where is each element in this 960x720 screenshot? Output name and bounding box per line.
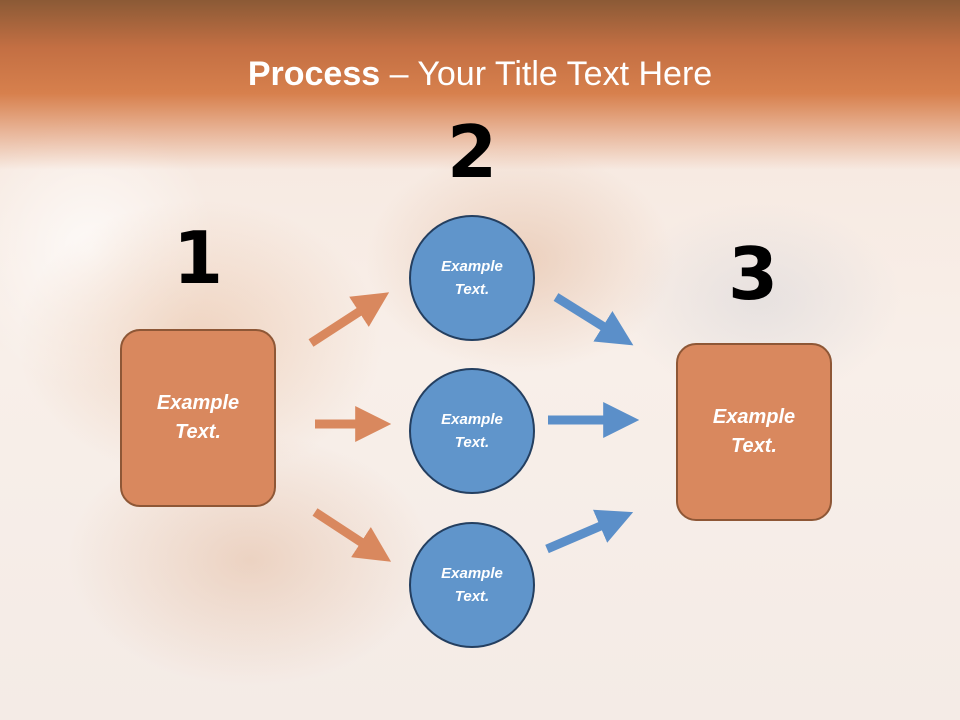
- circle-bottom-line1: Example: [441, 565, 503, 582]
- arrow-top-to-3: [553, 293, 634, 346]
- circle-bottom-line2: Text.: [454, 588, 490, 605]
- step-3-text-line1: Example: [712, 406, 796, 428]
- arrow-bottom-to-3: [545, 509, 634, 554]
- slide-title: Process – Your Title Text Here: [0, 52, 960, 96]
- step-1-text-line1: Example: [156, 392, 240, 414]
- step-number-2: 2: [446, 110, 498, 194]
- step-1-box: Example Text.: [120, 329, 276, 507]
- step-2-circle-bottom: Example Text.: [409, 522, 535, 648]
- step-number-3: 3: [727, 232, 779, 316]
- step-2-circle-top: Example Text.: [409, 215, 535, 341]
- step-3-box: Example Text.: [676, 343, 832, 521]
- title-bold: Process: [247, 55, 381, 93]
- step-2-circle-middle: Example Text.: [409, 368, 535, 494]
- circle-top-line2: Text.: [454, 281, 490, 298]
- step-3-text-line2: Text.: [731, 435, 777, 457]
- arrow-1-to-top: [308, 292, 390, 347]
- title-rest: – Your Title Text Here: [380, 55, 713, 93]
- step-number-1: 1: [172, 216, 224, 300]
- arrow-1-to-bottom: [312, 508, 392, 562]
- circle-middle-line2: Text.: [454, 434, 490, 451]
- step-1-text-line2: Text.: [175, 421, 221, 443]
- circle-middle-line1: Example: [441, 411, 503, 428]
- circle-top-line1: Example: [441, 258, 503, 275]
- title-banner: [0, 0, 960, 170]
